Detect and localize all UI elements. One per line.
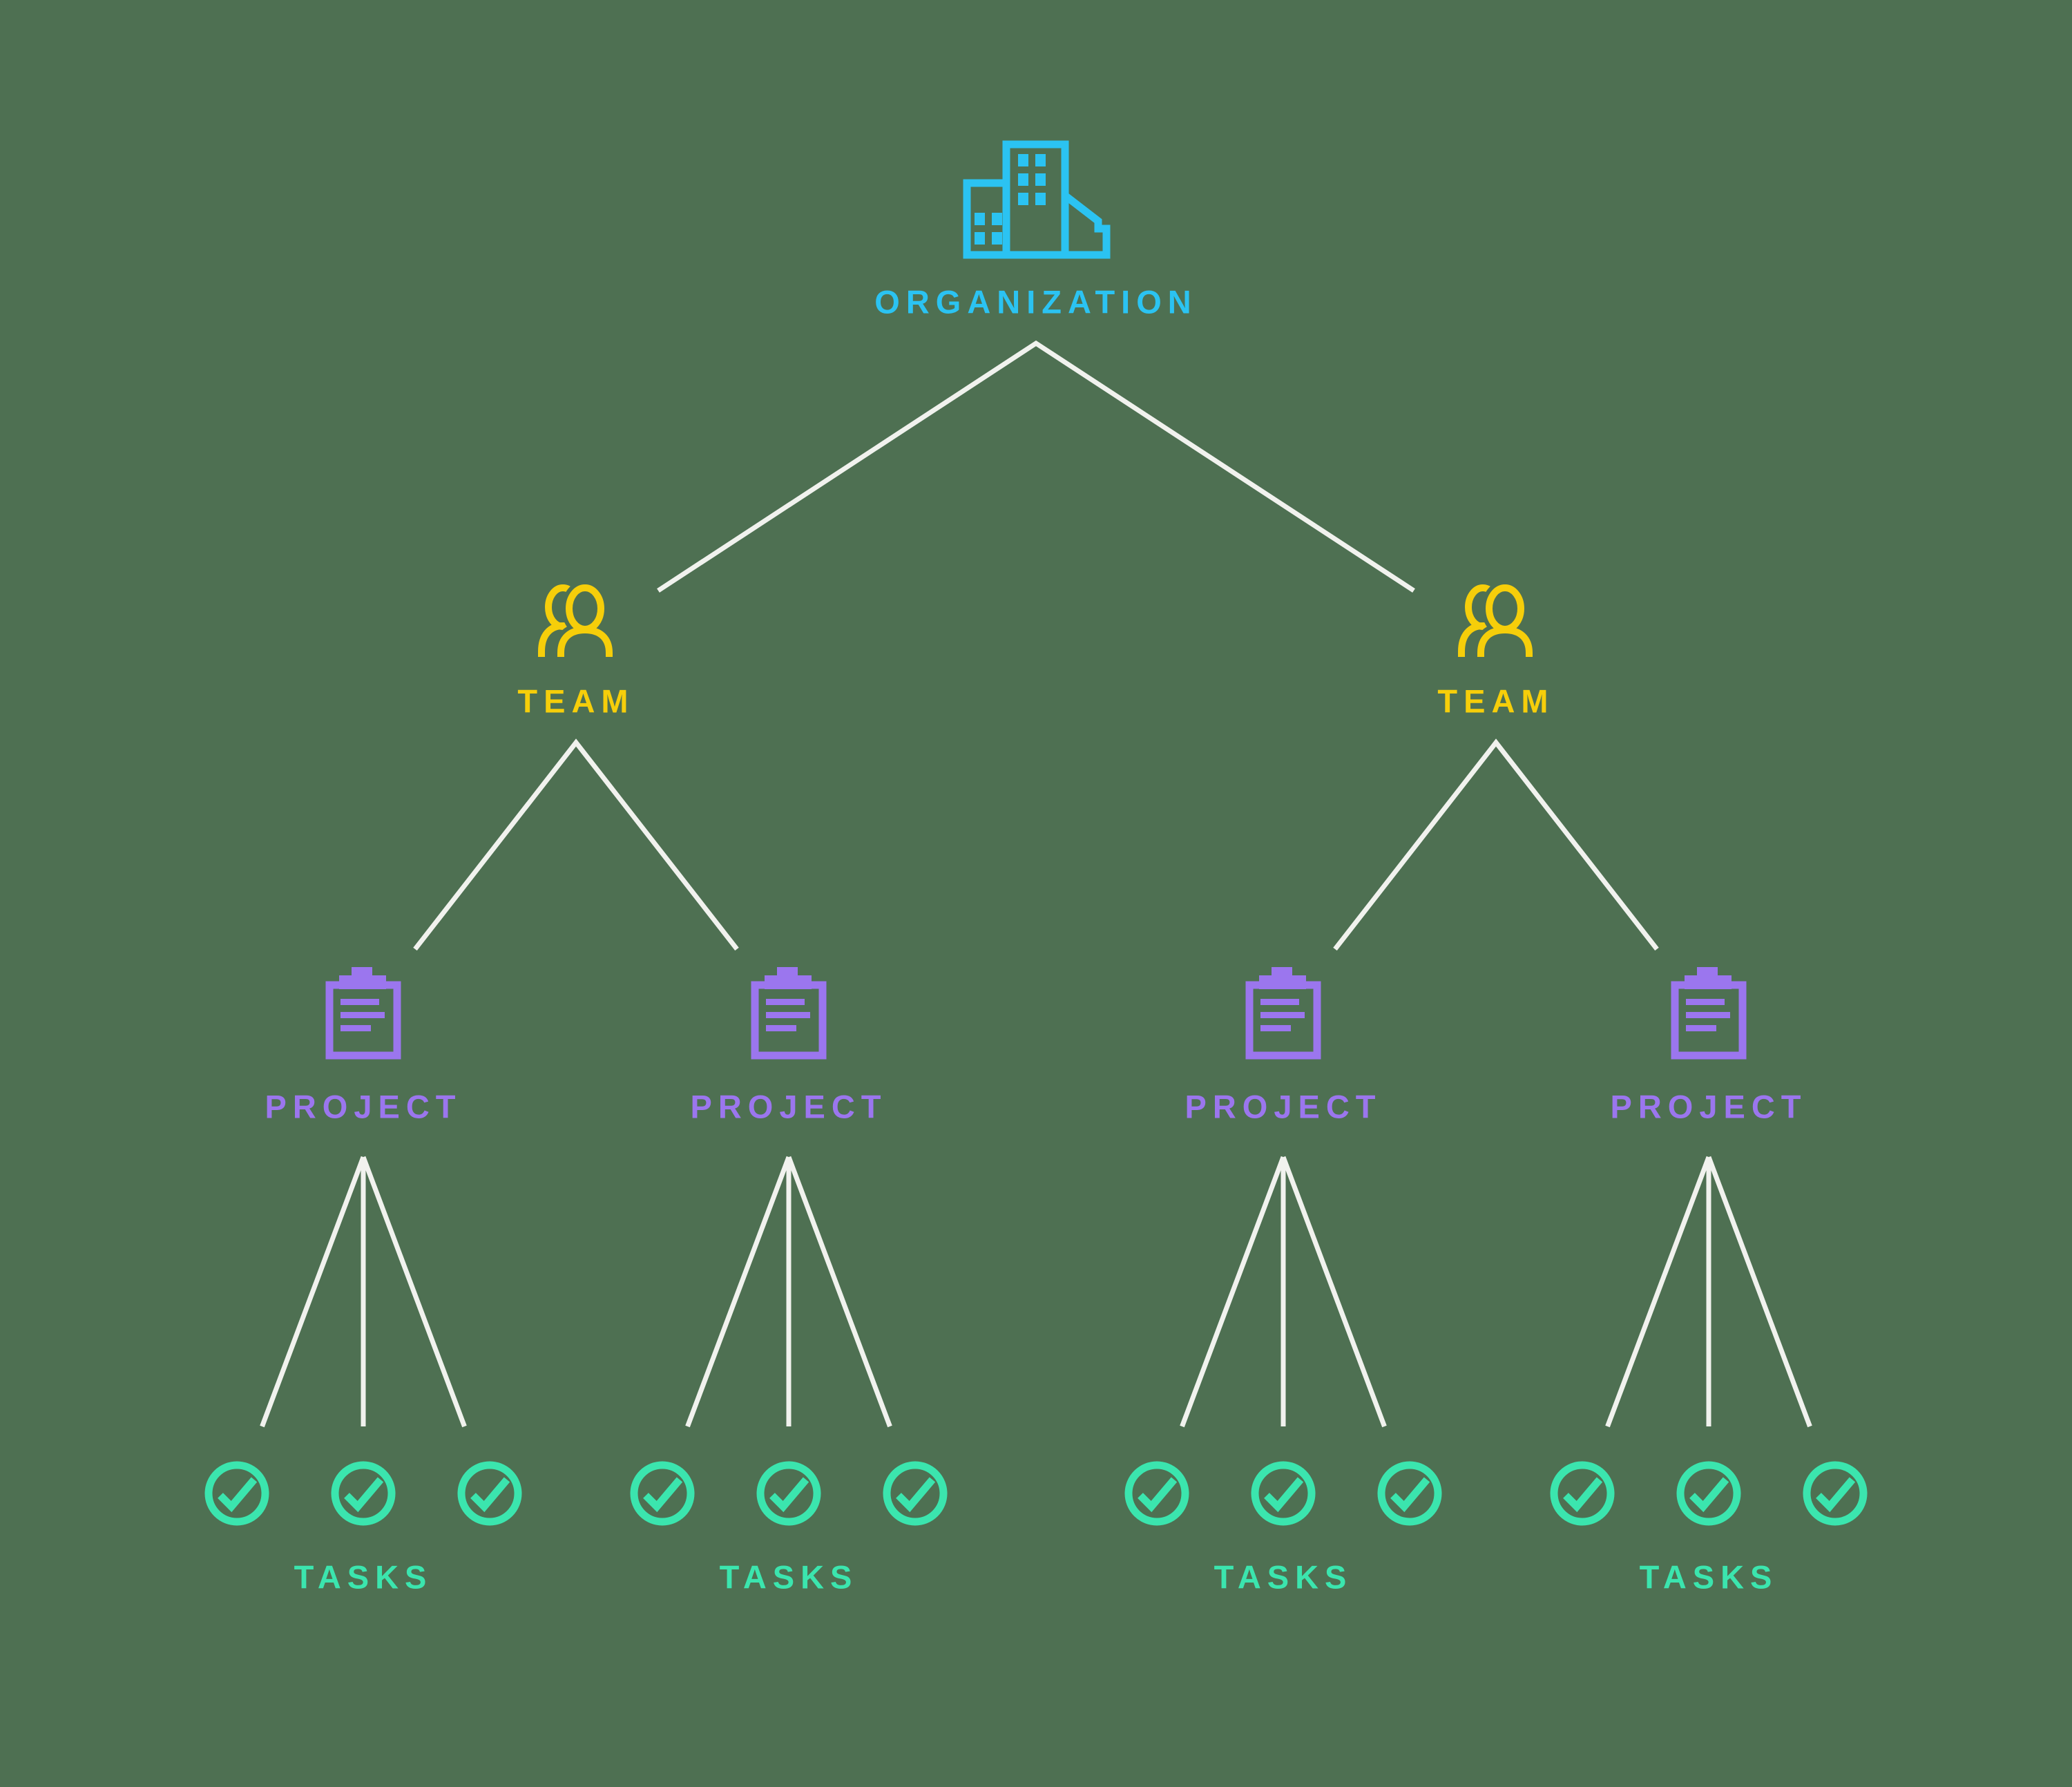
building-icon — [961, 139, 1112, 260]
check-circle-icon — [1801, 1459, 1870, 1528]
check-circle-icon — [329, 1459, 398, 1528]
check-circle-icon — [202, 1459, 271, 1528]
connector-project-task — [685, 1156, 792, 1428]
connector-project-task — [1180, 1156, 1286, 1428]
check-circle-icon — [1249, 1459, 1318, 1528]
check-circle-icon — [1122, 1459, 1191, 1528]
check-circle-icon — [881, 1459, 950, 1528]
check-circle-icon — [628, 1459, 697, 1528]
check-circle-icon — [754, 1459, 823, 1528]
project-label: PROJECT — [1610, 1088, 1807, 1125]
clipboard-icon — [751, 967, 827, 1060]
people-icon — [538, 584, 614, 657]
connector-project-task — [1280, 1156, 1387, 1428]
check-circle-icon — [1548, 1459, 1617, 1528]
tasks-label: TASKS — [719, 1558, 858, 1596]
connector-team2-projects — [1333, 738, 1659, 951]
tasks-label: TASKS — [1639, 1558, 1778, 1596]
connector-team1-projects — [413, 738, 739, 951]
team-label: TEAM — [517, 682, 635, 720]
connector-org-teams — [657, 340, 1415, 593]
connector-project-task — [786, 1156, 892, 1428]
tasks-label: TASKS — [294, 1558, 433, 1596]
clipboard-icon — [325, 967, 401, 1060]
project-label: PROJECT — [265, 1088, 462, 1125]
project-label: PROJECT — [1184, 1088, 1382, 1125]
clipboard-icon — [1671, 967, 1747, 1060]
people-icon — [1458, 584, 1534, 657]
check-circle-icon — [1674, 1459, 1743, 1528]
organization-label: ORGANIZATION — [874, 283, 1198, 321]
check-circle-icon — [1375, 1459, 1444, 1528]
team-label: TEAM — [1437, 682, 1555, 720]
connector-project-task — [260, 1156, 366, 1428]
connector-project-task — [1605, 1156, 1711, 1428]
clipboard-icon — [1245, 967, 1321, 1060]
connector-project-task — [361, 1156, 467, 1428]
connector-project-task — [1706, 1156, 1812, 1428]
project-label: PROJECT — [690, 1088, 888, 1125]
tasks-label: TASKS — [1214, 1558, 1353, 1596]
check-circle-icon — [455, 1459, 524, 1528]
